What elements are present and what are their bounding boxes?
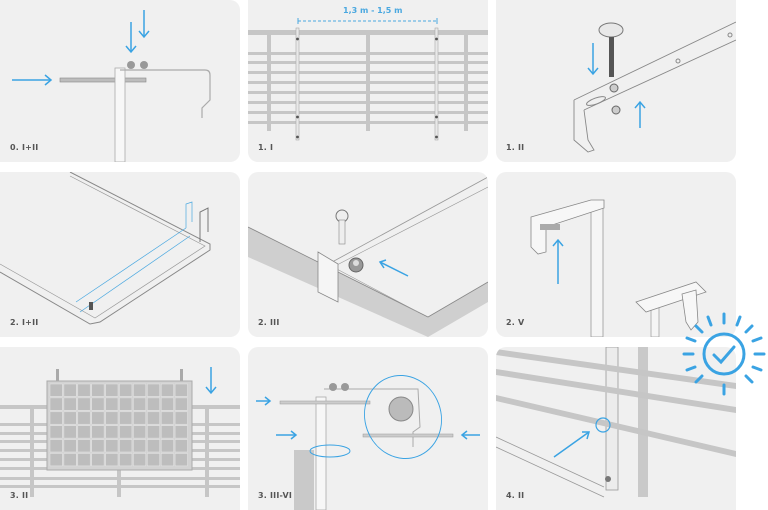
solar-cell (105, 453, 119, 467)
solar-cell (174, 453, 188, 467)
step-label: 2. III (258, 318, 280, 327)
solar-cell (105, 425, 119, 439)
solar-cell (63, 411, 77, 425)
solar-cell (119, 425, 133, 439)
solar-cell (105, 439, 119, 453)
solar-cell (77, 383, 91, 397)
solar-cell (133, 383, 147, 397)
step-label: 3. III-VI (258, 491, 293, 500)
solar-cell (77, 397, 91, 411)
solar-cell (147, 397, 160, 411)
solar-cells (49, 383, 188, 467)
solar-cell (147, 453, 160, 467)
step-panel-4: 4. II (496, 347, 736, 510)
solar-panel-railing-illustration (0, 367, 240, 497)
solar-cell (160, 383, 174, 397)
arrow-icon (553, 431, 590, 458)
step-panel-1b: 1. II (496, 0, 736, 162)
solar-cell (147, 411, 160, 425)
step-label: 3. II (10, 491, 29, 500)
solar-cell (105, 397, 119, 411)
solar-cell (133, 439, 147, 453)
solar-cell (77, 425, 91, 439)
solar-cell (160, 453, 174, 467)
solar-cell (174, 397, 188, 411)
solar-cell (147, 383, 160, 397)
solar-cell (174, 439, 188, 453)
solar-cell (105, 383, 119, 397)
solar-cell (174, 425, 188, 439)
solar-cell (77, 411, 91, 425)
hook-bracket-illustration (530, 199, 707, 337)
solar-cell (160, 411, 174, 425)
step-label: 2. I+II (10, 318, 39, 327)
solar-cell (49, 453, 63, 467)
solar-cell (49, 383, 63, 397)
bracket-left (295, 27, 300, 141)
solar-cell (174, 411, 188, 425)
solar-cell (174, 383, 188, 397)
step-panel-2b: 2. III (248, 172, 488, 337)
solar-cell (147, 439, 160, 453)
solar-cell (49, 411, 63, 425)
step-label: 1. II (506, 143, 525, 152)
solar-cell (133, 397, 147, 411)
solar-cell (63, 397, 77, 411)
solar-cell (49, 397, 63, 411)
final-check-illustration (496, 347, 736, 498)
solar-cell (77, 439, 91, 453)
solar-cell (63, 425, 77, 439)
solar-cell (91, 425, 105, 439)
arrow-left-icon (379, 261, 409, 277)
bracket-right (434, 27, 439, 141)
step-label: 2. V (506, 318, 525, 327)
solar-cell (133, 453, 147, 467)
solar-cell (133, 411, 147, 425)
safety-cable (364, 374, 442, 460)
solar-cell (119, 411, 133, 425)
solar-cell (77, 453, 91, 467)
step-panel-3b: 3. III-VI (248, 347, 488, 510)
solar-cell (63, 453, 77, 467)
solar-cell (160, 397, 174, 411)
step-label: 0. I+II (10, 143, 39, 152)
solar-cell (49, 425, 63, 439)
solar-cell (160, 439, 174, 453)
step-panel-2c: 2. V (496, 172, 736, 337)
spacer-frame-illustration (248, 176, 488, 337)
solar-cell (91, 439, 105, 453)
dimension-label: 1,3 m - 1,5 m (343, 6, 403, 15)
solar-cell (119, 397, 133, 411)
solar-cell (91, 411, 105, 425)
step-panel-2a: 2. I+II (0, 172, 240, 337)
solar-cell (147, 425, 160, 439)
solar-cell (63, 383, 77, 397)
bracket-side-illustration (12, 10, 211, 162)
solar-cell (63, 439, 77, 453)
safety-cable-illustration (256, 374, 480, 510)
solar-cell (91, 397, 105, 411)
solar-cell (105, 411, 119, 425)
solar-cell (133, 425, 147, 439)
panel-frame-illustration (0, 172, 211, 325)
bolt-slot-illustration (573, 21, 736, 153)
step-panel-0: 0. I+II (0, 0, 240, 162)
solar-cell (91, 383, 105, 397)
check-sun-icon (682, 312, 766, 396)
step-panel-1a: 1,3 m - 1,5 m 1. I (248, 0, 488, 162)
solar-cell (119, 383, 133, 397)
solar-cell (49, 439, 63, 453)
solar-cell (119, 439, 133, 453)
solar-cell (119, 453, 133, 467)
solar-cell (91, 453, 105, 467)
solar-cell (160, 425, 174, 439)
railing-spacing-illustration (248, 18, 488, 141)
step-label: 1. I (258, 143, 274, 152)
step-panel-3a: 3. II (0, 347, 240, 510)
step-label: 4. II (506, 491, 525, 500)
